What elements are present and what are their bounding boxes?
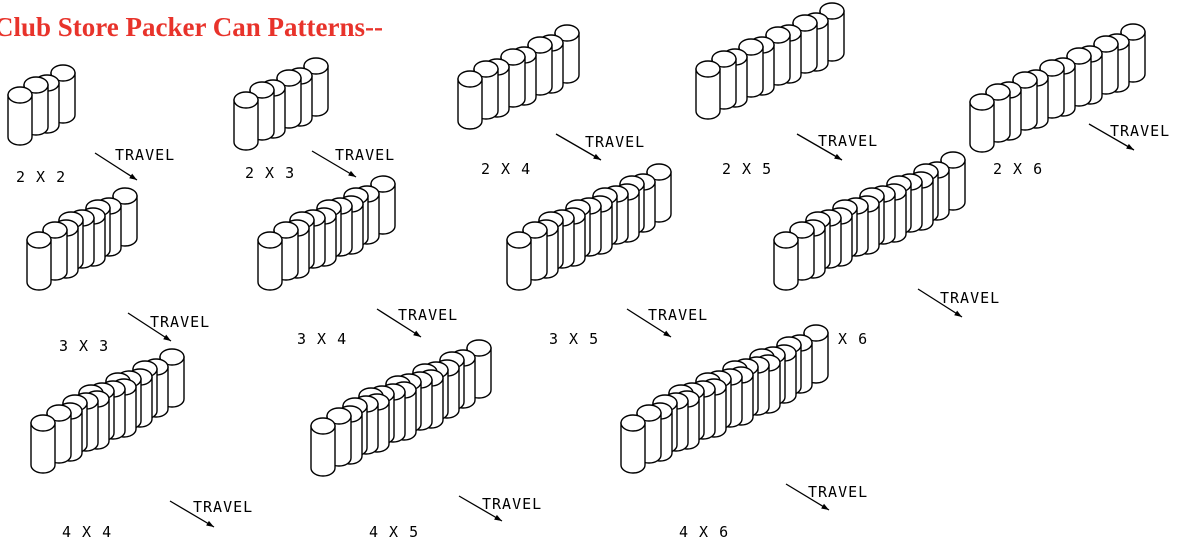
travel-label: TRAVEL bbox=[335, 146, 395, 164]
travel-label: TRAVEL bbox=[1110, 122, 1170, 140]
pattern-2x4: TRAVEL 2 X 4 bbox=[457, 24, 645, 178]
travel-label: TRAVEL bbox=[193, 498, 253, 516]
pattern-4x5: TRAVEL 4 X 5 bbox=[310, 339, 542, 541]
pattern-label: 2 X 5 bbox=[722, 160, 772, 178]
pattern-label: 4 X 6 bbox=[679, 523, 729, 541]
pattern-4x6: TRAVEL 4 X 6 bbox=[620, 324, 868, 541]
can bbox=[257, 231, 283, 291]
travel-arrow bbox=[555, 133, 602, 161]
can bbox=[26, 231, 52, 291]
travel-arrow bbox=[94, 152, 138, 181]
travel-arrow bbox=[785, 483, 830, 511]
pattern-label: 2 X 3 bbox=[245, 164, 295, 182]
can bbox=[233, 91, 259, 151]
travel-arrow bbox=[917, 288, 963, 318]
can bbox=[457, 70, 483, 130]
can bbox=[506, 231, 532, 291]
pattern-2x5: TRAVEL 2 X 5 bbox=[695, 2, 878, 178]
page-title: Club Store Packer Can Patterns-- bbox=[0, 12, 383, 42]
pattern-label: 2 X 6 bbox=[993, 160, 1043, 178]
travel-arrow bbox=[796, 133, 843, 161]
travel-label: TRAVEL bbox=[585, 133, 645, 151]
can bbox=[773, 231, 799, 291]
pattern-label: 3 X 5 bbox=[549, 330, 599, 348]
pattern-3x5: TRAVEL 3 X 5 bbox=[506, 163, 708, 348]
can bbox=[969, 93, 995, 153]
travel-label: TRAVEL bbox=[482, 495, 542, 513]
pattern-label: 4 X 5 bbox=[369, 523, 419, 541]
pattern-label: 3 X 3 bbox=[59, 337, 109, 355]
travel-arrow bbox=[169, 500, 215, 528]
travel-arrow bbox=[127, 312, 172, 342]
pattern-label: 3 X 4 bbox=[297, 330, 347, 348]
travel-label: TRAVEL bbox=[648, 306, 708, 324]
travel-label: TRAVEL bbox=[398, 306, 458, 324]
pattern-4x4: TRAVEL 4 X 4 bbox=[30, 348, 253, 541]
pattern-label: 4 X 4 bbox=[62, 523, 112, 541]
can bbox=[30, 414, 56, 474]
pattern-2x3: TRAVEL 2 X 3 bbox=[233, 57, 395, 182]
pattern-3x3: TRAVEL 3 X 3 bbox=[26, 187, 210, 355]
pattern-2x2: TRAVEL 2 X 2 bbox=[7, 64, 175, 186]
travel-arrow bbox=[458, 495, 503, 522]
can bbox=[310, 417, 336, 477]
pattern-label: 2 X 4 bbox=[481, 160, 531, 178]
pattern-3x6: TRAVEL 3 X 6 bbox=[773, 151, 1000, 348]
travel-label: TRAVEL bbox=[808, 483, 868, 501]
travel-label: TRAVEL bbox=[115, 146, 175, 164]
travel-arrow bbox=[1088, 123, 1135, 151]
travel-arrow bbox=[311, 150, 357, 178]
travel-arrow bbox=[626, 308, 672, 338]
pattern-3x4: TRAVEL 3 X 4 bbox=[257, 175, 458, 348]
pattern-2x6: TRAVEL 2 X 6 bbox=[969, 23, 1170, 178]
travel-label: TRAVEL bbox=[150, 313, 210, 331]
travel-label: TRAVEL bbox=[940, 289, 1000, 307]
can bbox=[620, 414, 646, 474]
travel-label: TRAVEL bbox=[818, 132, 878, 150]
travel-arrow bbox=[376, 308, 422, 338]
pattern-label: 3 X 6 bbox=[818, 330, 868, 348]
pattern-label: 2 X 2 bbox=[16, 168, 66, 186]
can bbox=[695, 60, 721, 120]
can bbox=[7, 86, 33, 146]
